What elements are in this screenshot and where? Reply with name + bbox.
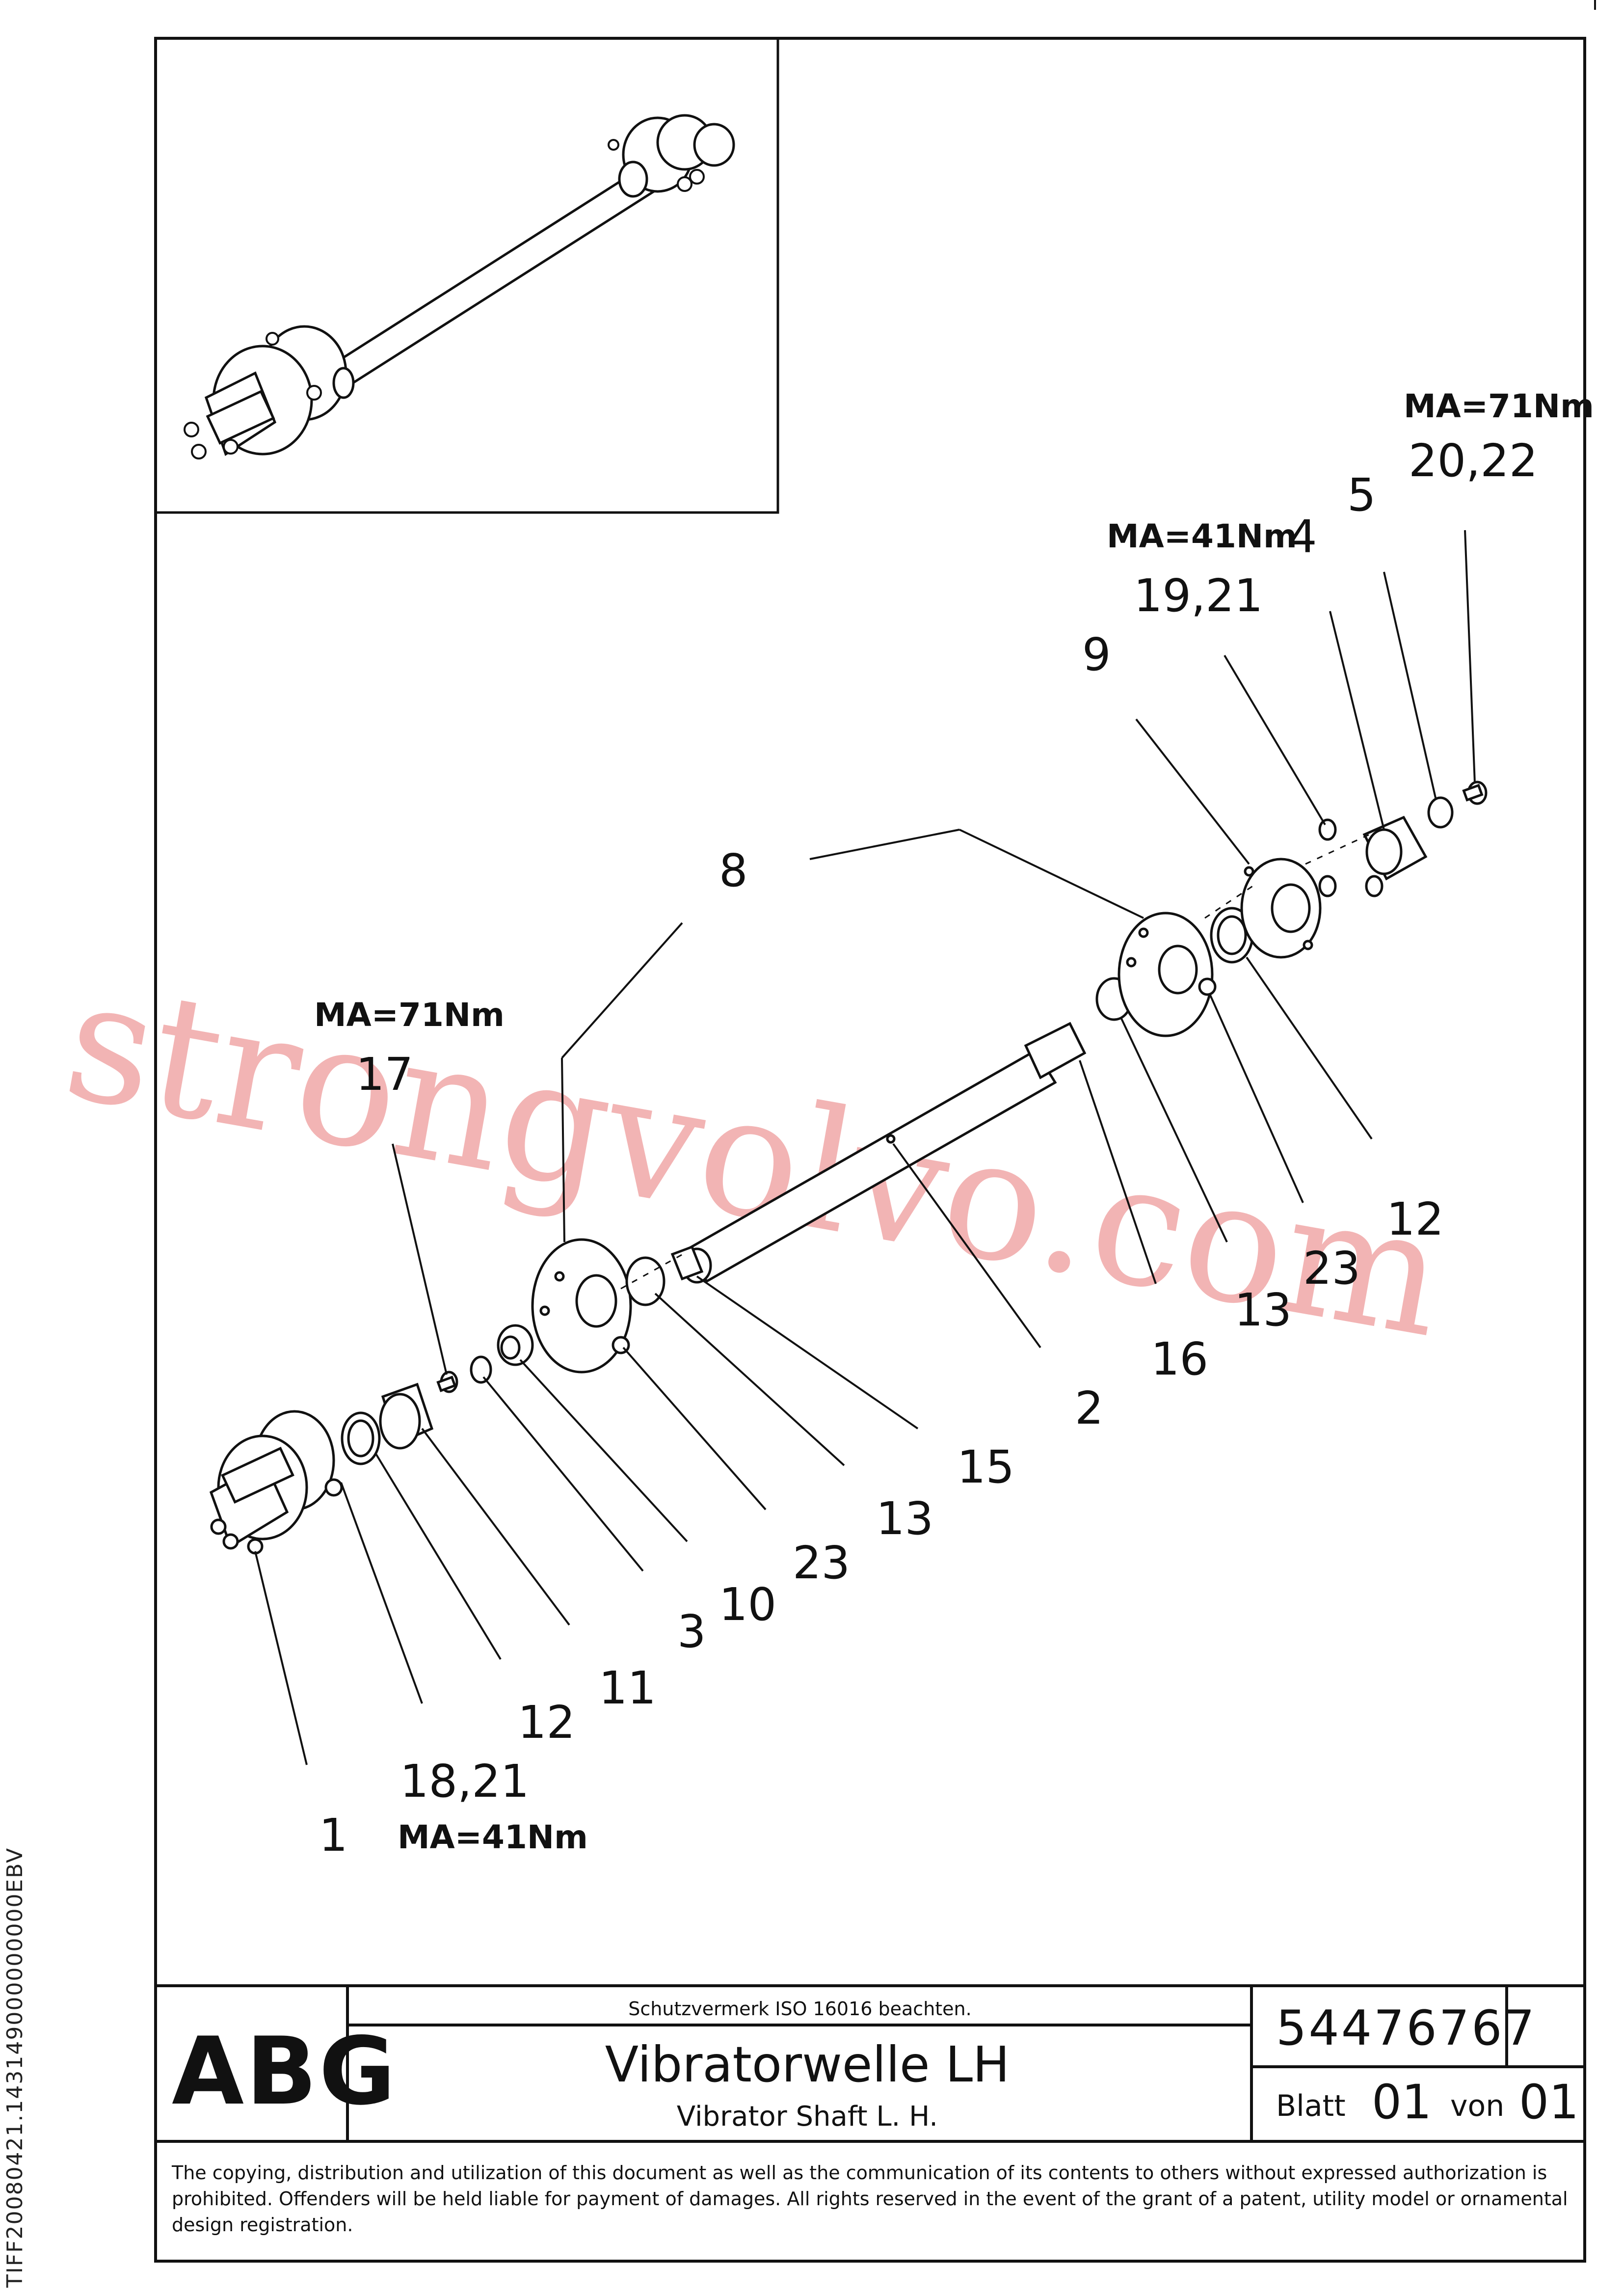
part-shaft xyxy=(670,1022,1087,1284)
torque-20: MA=71Nm xyxy=(1404,387,1594,425)
leader-lines xyxy=(254,530,1476,1765)
callout-10: 10 xyxy=(719,1578,776,1631)
part-washer xyxy=(470,1355,492,1384)
part-drive-housing xyxy=(209,1410,343,1555)
callout-2: 2 xyxy=(1075,1382,1104,1434)
callout-18-21: 18,21 xyxy=(400,1755,529,1808)
side-document-id-text: TIFF20080421.143149000000000EBV xyxy=(2,1847,27,2288)
callout-11: 11 xyxy=(599,1662,656,1714)
of-label: von xyxy=(1450,2089,1504,2123)
parts xyxy=(209,781,1488,1555)
callout-16: 16 xyxy=(1151,1333,1208,1385)
callout-19-21: 19,21 xyxy=(1134,569,1263,622)
part-flange-left xyxy=(531,1238,632,1374)
sheet-label: Blatt xyxy=(1276,2089,1346,2123)
callout-8: 8 xyxy=(719,844,748,897)
callout-1: 1 xyxy=(319,1809,348,1862)
title-english: Vibrator Shaft L. H. xyxy=(677,2101,938,2133)
part-bolts-19-21 xyxy=(1318,818,1384,897)
part-bearing-housing xyxy=(1240,858,1322,959)
part-flange-right xyxy=(1117,912,1217,1037)
callout-15: 15 xyxy=(957,1441,1014,1493)
part-bolt-17 xyxy=(436,1371,458,1393)
callout-9: 9 xyxy=(1082,628,1111,681)
part-bolt-20-22 xyxy=(1462,781,1488,805)
part-nut xyxy=(497,1324,534,1366)
callout-20-22: 20,22 xyxy=(1409,434,1538,487)
torque-labels: MA=71Nm MA=41Nm MA=41Nm MA=71Nm xyxy=(314,387,1594,1856)
side-document-id: TIFF20080421.143149000000000EBV xyxy=(0,1767,29,2288)
callout-4: 4 xyxy=(1288,511,1317,563)
part-bushing xyxy=(379,1382,434,1450)
callout-23-left: 23 xyxy=(793,1537,850,1589)
part-end-cap xyxy=(1362,815,1428,881)
sheet-number: 01 xyxy=(1372,2075,1432,2130)
callout-13-right: 13 xyxy=(1234,1284,1292,1336)
callout-17: 17 xyxy=(356,1048,413,1101)
callout-13-left: 13 xyxy=(876,1492,933,1545)
title-german: Vibratorwelle LH xyxy=(605,2036,1010,2093)
torque-19: MA=41Nm xyxy=(1107,517,1297,555)
torque-18: MA=41Nm xyxy=(398,1818,588,1856)
callout-5: 5 xyxy=(1347,469,1376,521)
title-block xyxy=(156,1984,1585,2143)
callout-12-left: 12 xyxy=(518,1696,575,1749)
part-number: 54476767 xyxy=(1276,2000,1537,2056)
callout-12-right: 12 xyxy=(1386,1193,1444,1245)
sheet-total: 01 xyxy=(1519,2075,1579,2130)
copyright-notice: The copying, distribution and utilizatio… xyxy=(172,2162,1568,2236)
callout-3: 3 xyxy=(677,1605,706,1658)
alignment-lines xyxy=(620,834,1370,1290)
callout-labels: 1 18,21 12 11 3 10 23 13 15 2 16 13 23 1… xyxy=(319,434,1538,1862)
drawing-frame xyxy=(154,37,1586,2263)
part-washer-5 xyxy=(1427,796,1454,829)
callout-23-right: 23 xyxy=(1303,1242,1360,1295)
torque-17: MA=71Nm xyxy=(314,996,505,1034)
iso-notice: Schutzvermerk ISO 16016 beachten. xyxy=(628,1998,971,2020)
overview-inset xyxy=(154,37,779,514)
company-logo: ABG xyxy=(172,2017,398,2126)
